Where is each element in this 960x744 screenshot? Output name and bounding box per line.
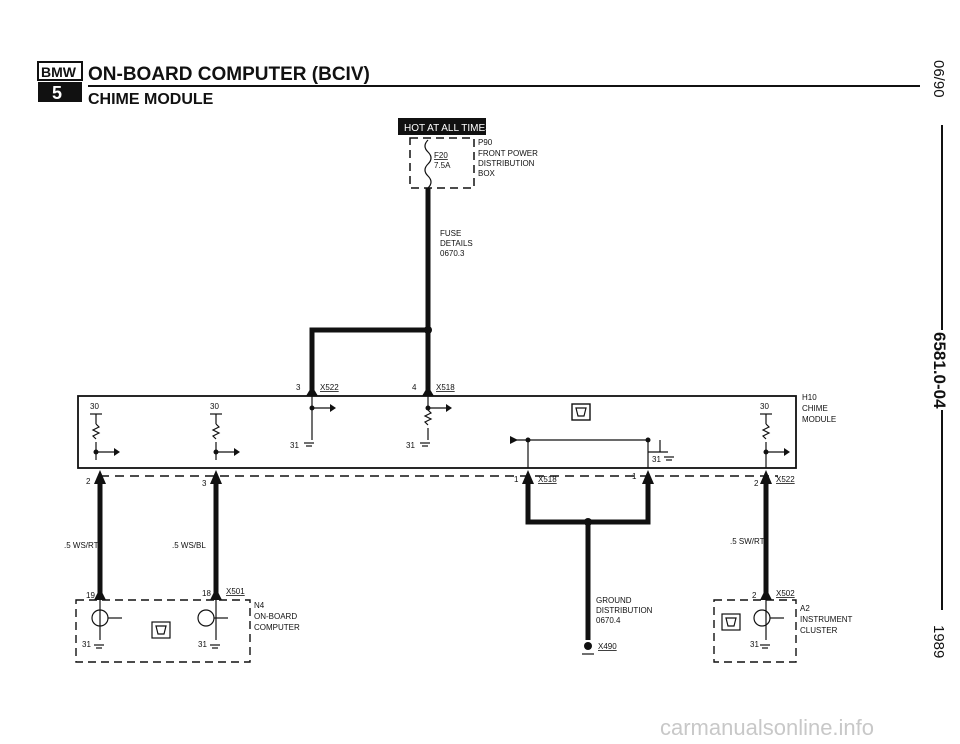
pin-3: 3 — [296, 383, 301, 392]
a2-internals — [721, 600, 784, 649]
x490-connector — [584, 642, 592, 650]
pin-18: 18 — [202, 589, 211, 598]
x518-top-connector — [422, 386, 434, 396]
pin-31-f: 31 — [750, 640, 759, 649]
fuse-symbol — [424, 139, 432, 189]
hot-banner-text: HOT AT ALL TIMES — [404, 123, 492, 134]
x518-label-bottom: X518 — [538, 475, 557, 484]
signal-wires — [97, 484, 769, 640]
pin-30-a: 30 — [90, 402, 99, 411]
fuse-id: F20 — [434, 151, 448, 160]
side-year: 1989 — [930, 625, 947, 658]
page-subtitle: CHIME MODULE — [88, 91, 214, 108]
p90-id: P90 — [478, 138, 493, 147]
x522-label-bottom: X522 — [776, 475, 795, 484]
x501-label: X501 — [226, 587, 245, 596]
a2-line2: CLUSTER — [800, 626, 838, 635]
pin-1-b: 1 — [632, 472, 637, 481]
hot-banner-box — [398, 118, 486, 135]
a2-box — [713, 599, 797, 663]
pin-2-b: 2 — [754, 479, 759, 488]
pin-2-a: 2 — [86, 477, 91, 486]
x522-label-top: X522 — [320, 383, 339, 392]
wire-ws-rt: .5 WS/RT — [64, 541, 99, 550]
wire-sw-rt: .5 SW/RT — [730, 537, 765, 546]
module-connector-icon — [571, 403, 591, 421]
fuse-details-1: FUSE — [440, 229, 461, 238]
side-date: 06/90 — [930, 60, 947, 98]
power-branch — [309, 327, 428, 392]
page-title: ON-BOARD COMPUTER (BCIV) — [88, 64, 370, 85]
bmw-logo-text: BMW — [41, 64, 77, 80]
side-strip: 06/90 6581.0-04 1989 — [930, 60, 949, 658]
pin-1-a: 1 — [514, 475, 519, 484]
pin-19: 19 — [86, 591, 95, 600]
ground-line2: DISTRIBUTION — [596, 606, 653, 615]
pin-30-c: 30 — [760, 402, 769, 411]
h10-internals — [90, 396, 784, 468]
splice-ground — [584, 518, 592, 526]
pin-31-e: 31 — [198, 640, 207, 649]
x502-label: X502 — [776, 589, 795, 598]
side-page-code: 6581.0-04 — [930, 332, 949, 409]
pin-2-c: 2 — [752, 591, 757, 600]
p90-box — [409, 137, 475, 189]
n4-box — [75, 599, 251, 663]
x502-connector — [760, 588, 772, 600]
splice-top — [424, 326, 432, 334]
ground-line3: 0670.4 — [596, 616, 621, 625]
pin-31-d: 31 — [82, 640, 91, 649]
lower-connectors — [94, 470, 772, 484]
n4-connectors — [94, 588, 222, 600]
pin-31-c: 31 — [652, 455, 661, 464]
fuse-details-3: 0670.3 — [440, 249, 465, 258]
n4-id: N4 — [254, 601, 265, 610]
h10-id: H10 — [802, 393, 817, 402]
n4-internals — [91, 600, 228, 649]
pin-30-b: 30 — [210, 402, 219, 411]
pin-3-b: 3 — [202, 479, 207, 488]
x490-label: X490 — [598, 642, 617, 651]
bmw-logo: BMW 5 — [37, 61, 83, 103]
fuse-rating: 7.5A — [434, 161, 451, 170]
fuse-details-2: DETAILS — [440, 239, 473, 248]
h10-dots — [93, 404, 790, 456]
n4-line1: ON-BOARD — [254, 612, 297, 621]
h10-line2: MODULE — [802, 415, 836, 424]
watermark: carmanualsonline.info — [660, 715, 874, 740]
x522-top-connector — [306, 386, 318, 396]
a2-line1: INSTRUMENT — [800, 615, 853, 624]
pin-31-b: 31 — [406, 441, 415, 450]
series-badge: 5 — [52, 83, 62, 103]
h10-line1: CHIME — [802, 404, 828, 413]
p90-line3: BOX — [478, 169, 496, 178]
p90-line2: DISTRIBUTION — [478, 159, 535, 168]
pin-31-a: 31 — [290, 441, 299, 450]
pin-4: 4 — [412, 383, 417, 392]
h10-module-box — [77, 395, 797, 469]
p90-line1: FRONT POWER — [478, 149, 538, 158]
a2-id: A2 — [800, 604, 810, 613]
x518-label-top: X518 — [436, 383, 455, 392]
n4-line2: COMPUTER — [254, 623, 300, 632]
ground-symbols-h10 — [304, 442, 674, 461]
wire-ws-bl: .5 WS/BL — [172, 541, 206, 550]
ground-line1: GROUND — [596, 596, 632, 605]
